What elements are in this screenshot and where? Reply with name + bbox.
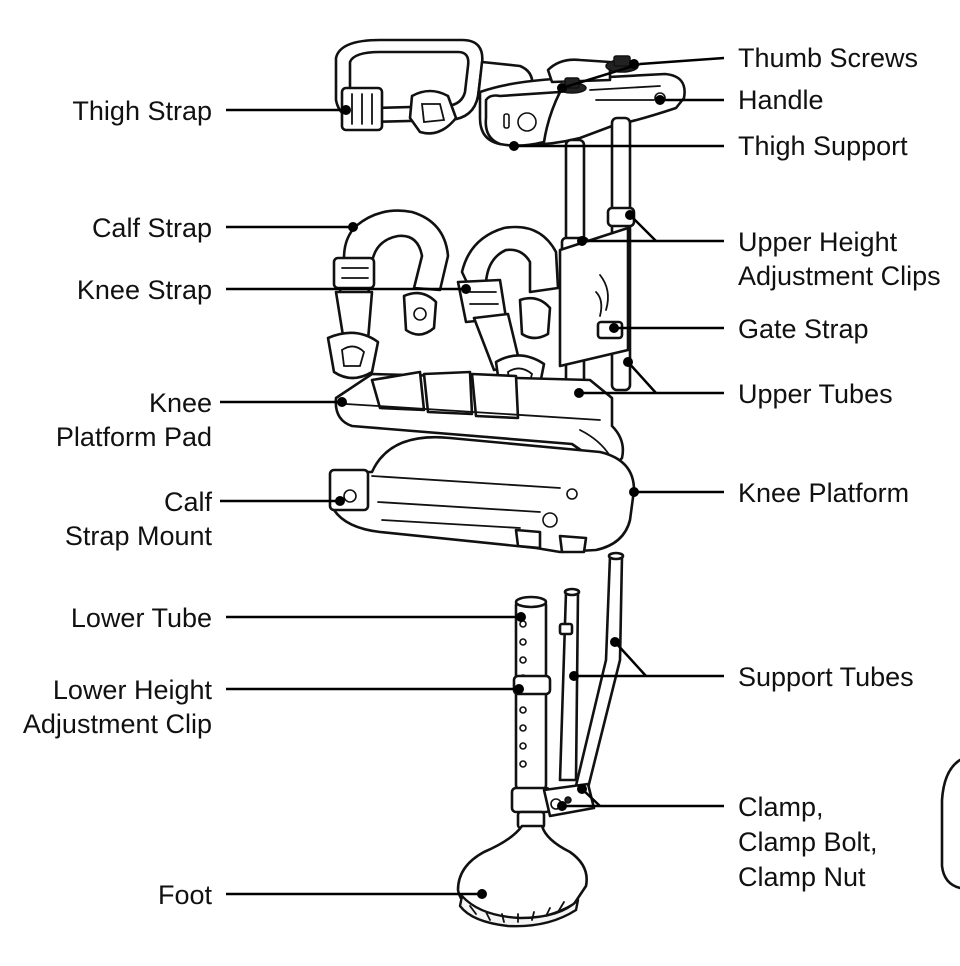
label-knee-strap: Knee Strap — [77, 275, 212, 305]
label-calf-strap-mount-line1: Calf — [164, 487, 213, 517]
knee-platform-pad-drawing — [334, 370, 625, 466]
label-upper-height-adj-line2: Adjustment Clips — [738, 261, 941, 291]
leader-lines — [220, 56, 725, 896]
knee-platform-drawing — [328, 435, 636, 554]
label-knee-platform-pad-line1: Knee — [149, 388, 212, 418]
label-upper-tubes: Upper Tubes — [738, 379, 893, 409]
upper-tubes-drawing — [558, 116, 636, 414]
label-thigh-strap: Thigh Strap — [72, 96, 212, 126]
label-thigh-support: Thigh Support — [738, 131, 908, 161]
label-upper-height-adj-line1: Upper Height — [738, 227, 898, 257]
device-illustration — [326, 38, 960, 928]
label-support-tubes: Support Tubes — [738, 662, 914, 692]
leader-dots — [335, 59, 665, 899]
label-foot: Foot — [158, 880, 213, 910]
label-clamp-line3: Clamp Nut — [738, 862, 866, 892]
cropped-edge-object — [940, 758, 960, 890]
left-labels: Thigh Strap Calf Strap Knee Strap Knee P… — [23, 96, 213, 910]
label-clamp-line1: Clamp, — [738, 792, 824, 822]
label-lower-height-adj-line1: Lower Height — [53, 675, 213, 705]
label-calf-strap: Calf Strap — [92, 213, 212, 243]
foot-drawing — [456, 824, 588, 928]
label-lower-tube: Lower Tube — [71, 603, 212, 633]
label-lower-height-adj-line2: Adjustment Clip — [23, 709, 212, 739]
lower-tube-drawing — [510, 595, 552, 830]
right-labels: Thumb Screws Handle Thigh Support Upper … — [738, 43, 941, 892]
label-thumb-screws: Thumb Screws — [738, 43, 918, 73]
thigh-strap-drawing — [334, 38, 534, 135]
label-gate-strap: Gate Strap — [738, 314, 869, 344]
knee-strap-drawing — [456, 225, 560, 400]
label-clamp-line2: Clamp Bolt, — [738, 827, 878, 857]
label-knee-platform: Knee Platform — [738, 478, 909, 508]
calf-strap-drawing — [326, 209, 450, 380]
label-handle: Handle — [738, 85, 824, 115]
thigh-support-drawing — [478, 55, 686, 147]
label-knee-platform-pad-line2: Platform Pad — [56, 422, 212, 452]
label-calf-strap-mount-line2: Strap Mount — [65, 521, 213, 551]
